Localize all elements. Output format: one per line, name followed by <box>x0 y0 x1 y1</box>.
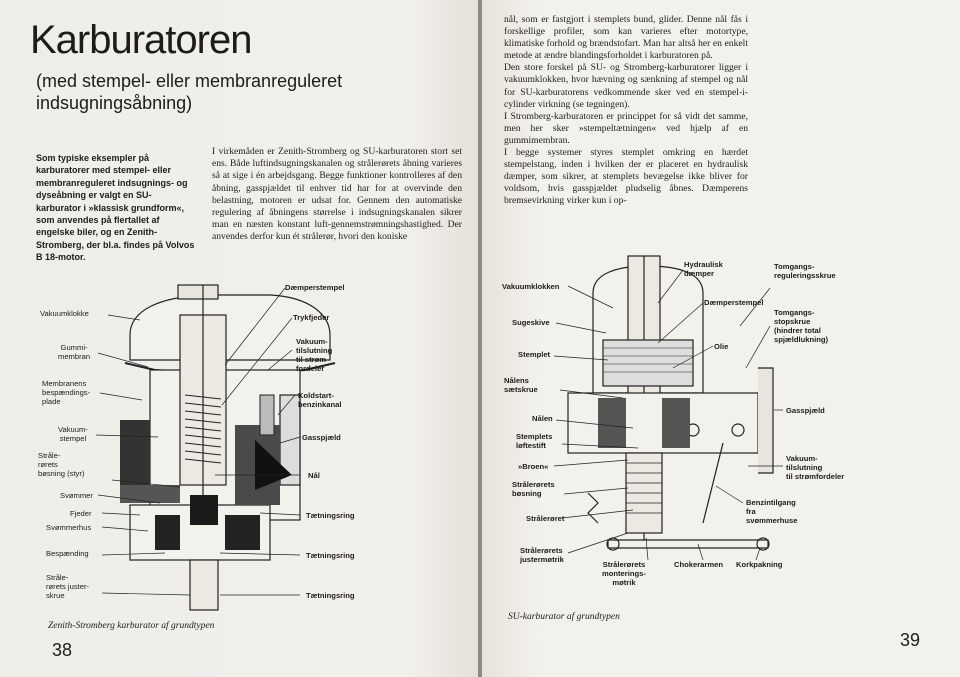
label-membranens-plade: Membranens bespændings- plade <box>42 379 91 406</box>
label-gasspjaeld: Gasspjæld <box>786 406 825 415</box>
label-daemperstempel: Dæmperstempel <box>285 283 345 292</box>
label-vakuumklokken: Vakuumklokken <box>502 282 560 291</box>
page-number-right: 39 <box>900 630 921 650</box>
label-naal: Nål <box>308 471 320 480</box>
label-justerskrue: Stråle- rørets juster- skrue <box>46 573 90 600</box>
label-taetningsring-3: Tætningsring <box>306 591 355 600</box>
paragraph: nål, som er fastgjort i stemplets bund, … <box>504 14 748 62</box>
label-straaleroret: Strålerøret <box>526 514 565 523</box>
page-number-left: 38 <box>52 640 73 660</box>
zenith-stromberg-diagram: Vakuumklokke Gummi- membran Membranens b… <box>30 275 470 620</box>
paragraph: I begge systemer styres stemplet omkring… <box>504 147 748 207</box>
label-justermotrik: Strålerørets justermøtrik <box>520 546 564 564</box>
label-chokerarmen: Chokerarmen <box>674 560 723 569</box>
label-taetningsring-2: Tætningsring <box>306 551 355 560</box>
label-taetningsring-1: Tætningsring <box>306 511 355 520</box>
su-carburetor-drawing <box>553 255 783 561</box>
body-text-right: nål, som er fastgjort i stemplets bund, … <box>504 14 748 208</box>
label-daemperstempel: Dæmperstempel <box>704 298 764 307</box>
figure-caption-left: Zenith-Stromberg karburator af grundtype… <box>48 621 215 631</box>
label-stemplet: Stemplet <box>518 350 551 359</box>
label-svommerhus: Svømmerhus <box>46 523 92 532</box>
body-text-left: I virkemåden er Zenith-Stromberg og SU-k… <box>212 146 462 243</box>
label-straalerorets-bosning: Stråle- rørets bøsning (styr) <box>38 451 85 478</box>
label-vakuumstempel: Vakuum- stempel <box>58 425 88 443</box>
su-carburetor-diagram: Vakuumklokken Sugeskive Stemplet Nålens … <box>498 248 958 608</box>
label-loeftestift: Stemplets løftestift <box>516 432 553 450</box>
label-olie: Olie <box>714 342 729 351</box>
label-sugeskive: Sugeskive <box>512 318 550 327</box>
label-fjeder: Fjeder <box>70 509 92 518</box>
label-gasspjaeld: Gasspjæld <box>302 433 341 442</box>
label-naalens-saetskrue: Nålens sætskrue <box>504 376 538 394</box>
label-vakuumtilslutning: Vakuum- tilslutning til strøm- fordeler <box>296 337 333 373</box>
label-monteringsmotrik: Strålerørets monterings- møtrik <box>602 560 646 587</box>
page-title: Karburatoren <box>30 18 252 62</box>
intro-paragraph: Som typiske eksempler på karburatorer me… <box>36 153 195 263</box>
left-page: Karburatoren (med stempel- eller membran… <box>0 0 478 677</box>
label-vakuumklokke: Vakuumklokke <box>40 309 89 318</box>
label-koldstart: Koldstart- benzinkanal <box>298 391 342 409</box>
right-page: nål, som er fastgjort i stemplets bund, … <box>482 0 960 677</box>
label-bespaending: Bespænding <box>46 549 89 558</box>
label-broen: »Broen« <box>518 462 549 471</box>
label-straalerorets-bosning: Strålerørets bøsning <box>512 480 555 498</box>
label-trykfjeder: Trykfjeder <box>293 313 330 322</box>
figure-caption-right: SU-karburator af grundtypen <box>508 612 620 622</box>
label-benzintilgang: Benzintilgang fra svømmerhuse <box>746 498 798 525</box>
label-naalen: Nålen <box>532 414 553 423</box>
label-gummimembran: Gummi- membran <box>58 343 91 361</box>
paragraph: I Stromberg-karburatoren er princippet f… <box>504 110 748 146</box>
page-subtitle: (med stempel- eller membranreguleret ind… <box>36 71 343 113</box>
label-korkpakning: Korkpakning <box>736 560 783 569</box>
label-tomgangs-stop: Tomgangs- stopskrue (hindrer total spjæl… <box>774 308 828 344</box>
label-svommer: Svømmer <box>60 491 93 500</box>
label-hydraulisk-daemper: Hydraulisk dæmper <box>684 260 723 278</box>
zenith-stromberg-drawing <box>95 284 336 611</box>
paragraph: Den store forskel på SU- og Stromberg-ka… <box>504 62 748 110</box>
label-vakuumtilslutning: Vakuum- tilslutning til strømfordeler <box>786 454 845 481</box>
label-tomgangs-regulering: Tomgangs- reguleringsskrue <box>774 262 836 280</box>
